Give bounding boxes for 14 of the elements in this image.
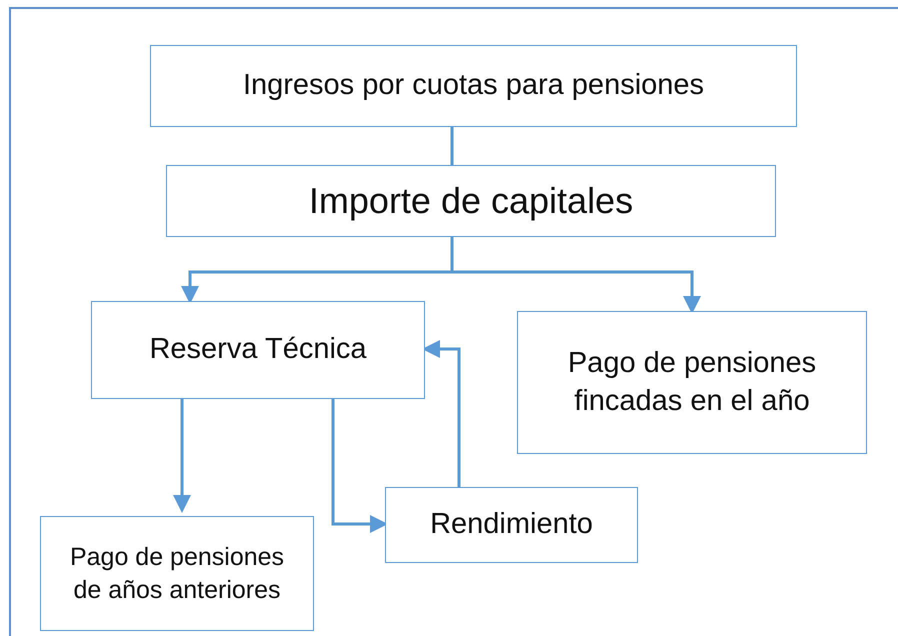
process-box xyxy=(385,487,638,563)
box-label: Importe de capitales xyxy=(308,178,634,223)
process-box xyxy=(166,165,776,237)
box-label: Reserva Técnica xyxy=(149,332,367,368)
process-box xyxy=(517,311,867,454)
arrow xyxy=(173,399,191,513)
process-box xyxy=(91,301,425,399)
connector-line xyxy=(450,127,454,165)
process-box xyxy=(150,45,797,127)
box-label: Pago de pensiones de años anteriores xyxy=(68,542,286,606)
box-label: Rendimiento xyxy=(430,507,593,542)
process-box xyxy=(40,516,314,631)
box-label: Pago de pensiones fincadas en el año xyxy=(566,346,818,418)
box-label: Ingresos por cuotas para pensiones xyxy=(242,68,704,104)
